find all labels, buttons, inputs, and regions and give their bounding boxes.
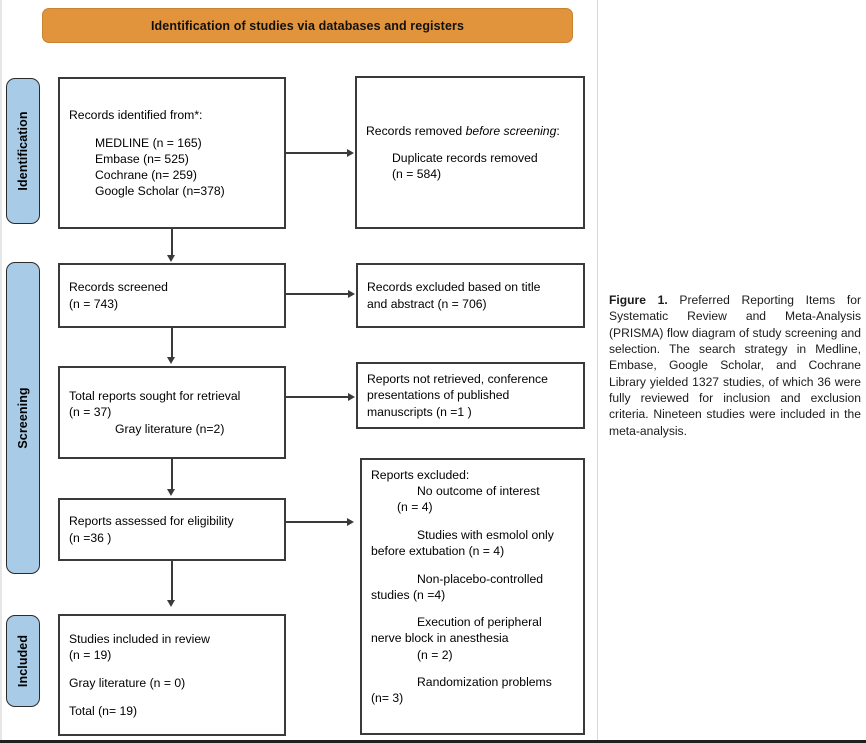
- stage-bar-screening: Screening: [6, 262, 40, 574]
- stage-bar-included: Included: [6, 615, 40, 707]
- box-records-identified: Records identified from*: MEDLINE (n = 1…: [58, 77, 286, 229]
- reports-assessed-label: Reports assessed for eligibility: [69, 514, 234, 529]
- records-screened-count: (n = 743): [69, 296, 119, 311]
- reports-not-retrieved-line3: manuscripts (n =1 ): [367, 404, 472, 419]
- arrow-sought-to-not-retrieved: [348, 393, 355, 401]
- arrow-eligibility-to-excluded-reports: [347, 518, 354, 526]
- records-removed-colon: :: [556, 123, 560, 138]
- box-reports-not-retrieved: Reports not retrieved, conference presen…: [356, 362, 585, 429]
- page-left-edge: [0, 0, 2, 743]
- box-reports-assessed-eligibility: Reports assessed for eligibility (n =36 …: [58, 498, 286, 561]
- records-excluded-line1: Records excluded based on title: [367, 280, 541, 295]
- source-google-scholar: Google Scholar (n=378): [95, 183, 225, 198]
- reports-sought-label: Total reports sought for retrieval: [69, 389, 241, 404]
- exclusion-reason-3-line1: Non-placebo-controlled: [417, 571, 544, 586]
- arrow-identified-to-removed: [347, 149, 354, 157]
- reports-sought-count: (n = 37): [69, 405, 112, 420]
- exclusion-reason-1-line1: No outcome of interest: [417, 484, 540, 499]
- reports-sought-gray-literature: Gray literature (n=2): [115, 421, 225, 436]
- records-removed-heading: Records removed before screening:: [366, 123, 574, 139]
- exclusion-reason-2-line1: Studies with esmolol only: [417, 527, 554, 542]
- box-records-excluded-title-abstract: Records excluded based on title and abst…: [356, 263, 585, 328]
- connector-identified-to-screened: [171, 229, 173, 256]
- exclusion-reason-4-line3: (n = 2): [417, 647, 453, 662]
- page-bottom-edge: [0, 740, 866, 743]
- source-medline: MEDLINE (n = 165): [95, 135, 202, 150]
- records-screened-label: Records screened: [69, 280, 168, 295]
- figure-caption-text: Preferred Reporting Items for Systematic…: [609, 293, 861, 438]
- records-removed-lead: Records removed: [366, 123, 466, 138]
- connector-eligibility-to-excluded-reports: [286, 521, 348, 523]
- box-reports-excluded-reasons: Reports excluded: No outcome of interest…: [360, 458, 585, 735]
- connector-sought-to-not-retrieved: [286, 396, 349, 398]
- records-removed-italic: before screening: [465, 123, 557, 138]
- duplicate-records-removed-count: (n = 584): [392, 167, 442, 182]
- exclusion-reason-4-line2: nerve block in anesthesia: [371, 631, 509, 646]
- stage-label-included: Included: [16, 634, 30, 688]
- studies-included-total: Total (n= 19): [69, 703, 138, 718]
- records-identified-heading: Records identified from*:: [69, 107, 203, 122]
- studies-included-label: Studies included in review: [69, 632, 210, 647]
- studies-included-gray-literature: Gray literature (n = 0): [69, 676, 186, 690]
- stage-bar-identification: Identification: [6, 78, 40, 224]
- panel-divider: [597, 0, 598, 743]
- diagram-banner-title: Identification of studies via databases …: [42, 8, 573, 43]
- reports-excluded-heading: Reports excluded:: [371, 468, 470, 482]
- arrow-eligibility-to-included: [167, 600, 175, 607]
- source-embase: Embase (n= 525): [95, 151, 189, 166]
- stage-label-identification: Identification: [16, 111, 30, 191]
- studies-included-count: (n = 19): [69, 648, 112, 663]
- arrow-screened-to-sought: [167, 357, 175, 364]
- arrow-screened-to-excluded: [348, 290, 355, 298]
- reports-not-retrieved-line1: Reports not retrieved, conference: [367, 372, 548, 387]
- connector-screened-to-excluded: [286, 293, 349, 295]
- exclusion-reason-3-line2: studies (n =4): [371, 587, 446, 602]
- records-excluded-line2: and abstract (n = 706): [367, 296, 487, 311]
- arrow-identified-to-screened: [167, 255, 175, 262]
- arrow-sought-to-eligibility: [167, 489, 175, 496]
- box-studies-included: Studies included in review (n = 19) Gray…: [58, 614, 286, 736]
- box-reports-sought-retrieval: Total reports sought for retrieval (n = …: [58, 366, 286, 459]
- reports-not-retrieved-line2: presentations of published: [367, 388, 510, 403]
- stage-label-screening: Screening: [16, 387, 30, 449]
- exclusion-reason-2-line2: before extubation (n = 4): [371, 543, 505, 558]
- connector-screened-to-sought: [171, 328, 173, 358]
- reports-assessed-count: (n =36 ): [69, 530, 112, 545]
- banner-title-text: Identification of studies via databases …: [150, 18, 465, 33]
- connector-eligibility-to-included: [171, 561, 173, 601]
- source-cochrane: Cochrane (n= 259): [95, 167, 197, 182]
- box-records-screened: Records screened (n = 743): [58, 263, 286, 328]
- duplicate-records-removed-label: Duplicate records removed: [392, 151, 538, 166]
- exclusion-reason-5-line1: Randomization problems: [417, 675, 552, 690]
- figure-caption: Figure 1. Preferred Reporting Items for …: [609, 292, 861, 439]
- exclusion-reason-5-line2: (n= 3): [371, 691, 404, 706]
- box-records-removed: Records removed before screening: Duplic…: [355, 76, 585, 229]
- exclusion-reason-1-line2: (n = 4): [397, 500, 433, 515]
- connector-sought-to-eligibility: [171, 459, 173, 490]
- figure-caption-label: Figure 1.: [609, 293, 668, 307]
- connector-identified-to-removed: [286, 152, 348, 154]
- exclusion-reason-4-line1: Execution of peripheral: [417, 615, 542, 630]
